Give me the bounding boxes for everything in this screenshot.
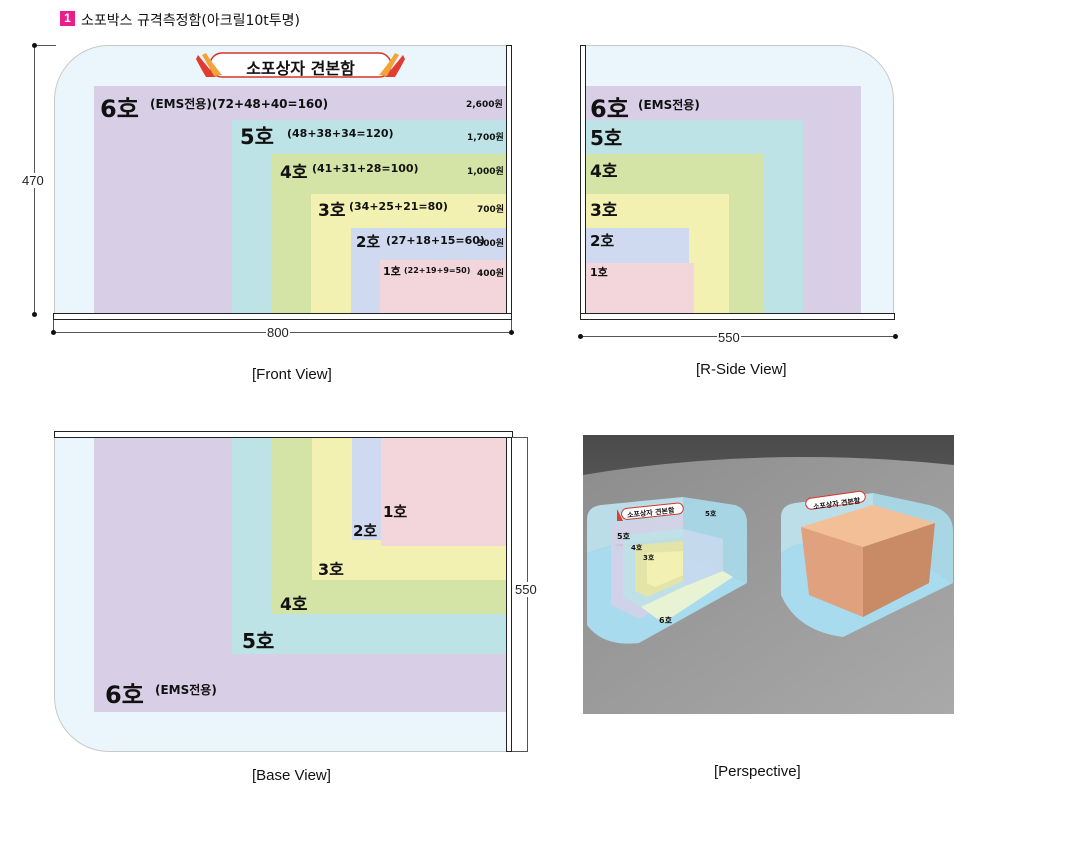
side-width-dim-dot-right: [893, 334, 898, 339]
perspective-label-3: 3호: [643, 554, 655, 562]
side-view-caption: [R-Side View]: [696, 361, 787, 378]
perspective-label-4: 4호: [631, 544, 643, 552]
header-title: 소포박스 규격측정함(아크릴10t투명): [81, 13, 300, 29]
side-size2-num: 2호: [590, 232, 615, 250]
side-size2-area: [586, 228, 689, 263]
perspective-render: 소포상자 견본함 소포상자 견본함 5호 4호 3호 6호 5호: [583, 435, 954, 714]
front-size2-spec: (27+18+15=60): [386, 234, 485, 247]
front-size6-price: 2,600원: [466, 100, 503, 110]
side-size5-num: 5호: [590, 126, 623, 150]
side-width-dim-dot-left: [578, 334, 583, 339]
side-size4-num: 4호: [590, 162, 618, 182]
front-width-dim: 800: [266, 325, 290, 340]
base-size6-spec: (EMS전용): [155, 683, 217, 697]
base-size2-num: 2호: [353, 522, 378, 540]
front-width-dim-dot-right: [509, 330, 514, 335]
front-width-dim-dot-left: [51, 330, 56, 335]
base-size3-num: 3호: [318, 560, 344, 579]
side-size1-area: [586, 263, 694, 313]
base-view: 1호 2호 3호 4호 5호 6호 (EMS전용) 550 [Base View…: [0, 0, 560, 800]
base-side-plate: [506, 437, 512, 752]
front-size5-num: 5호: [240, 125, 274, 149]
perspective-sample-box-right: [781, 490, 953, 637]
perspective-label-6: 6호: [659, 616, 672, 625]
base-depth-dim: 550: [515, 582, 537, 597]
front-size1-price: 400원: [477, 269, 505, 279]
base-depth-dim-tick-bottom: [512, 751, 528, 752]
base-size6-num: 6호: [105, 681, 144, 709]
perspective-sample-box-left: [587, 497, 747, 644]
base-size4-num: 4호: [280, 595, 308, 615]
side-size1-num: 1호: [590, 266, 608, 279]
front-size4-num: 4호: [280, 163, 308, 183]
base-back-plate: [54, 431, 513, 438]
front-size2-num: 2호: [356, 233, 381, 251]
front-size4-spec: (41+31+28=100): [312, 162, 419, 175]
front-view-caption: [Front View]: [252, 366, 332, 383]
perspective-caption: [Perspective]: [714, 763, 801, 780]
front-size5-spec: (48+38+34=120): [287, 127, 394, 140]
front-size2-price: 500원: [477, 239, 505, 249]
side-size6-num: 6호: [590, 95, 629, 123]
front-size4-price: 1,000원: [467, 167, 504, 177]
base-size1-area: [381, 438, 506, 546]
front-size1-spec: (22+19+9=50): [404, 266, 471, 275]
base-view-caption: [Base View]: [252, 767, 331, 784]
base-depth-dim-tick-top: [512, 437, 528, 438]
perspective-scene: [583, 435, 954, 714]
banner-ribbon-icon: [196, 52, 405, 78]
front-size6-spec: (EMS전용)(72+48+40=160): [150, 97, 329, 111]
front-height-dim-tick-top: [34, 45, 56, 46]
front-banner-text: 소포상자 견본함: [246, 59, 355, 78]
side-view: 6호 (EMS전용) 5호 4호 3호 2호 1호 550 [R-Side Vi…: [0, 0, 1072, 400]
side-width-dim: 550: [717, 330, 741, 345]
front-height-dim-dot-top: [32, 43, 37, 48]
base-size5-num: 5호: [242, 629, 275, 653]
front-size3-num: 3호: [318, 201, 346, 221]
front-size3-price: 700원: [477, 205, 505, 215]
perspective-label-5: 5호: [617, 532, 630, 541]
front-bottom-plate: [53, 313, 512, 320]
base-size1-num: 1호: [383, 503, 408, 521]
side-size6-spec: (EMS전용): [638, 98, 700, 112]
front-view: 소포상자 견본함 6호 (EMS전용)(72+48+40=160) 2,600원…: [0, 0, 540, 400]
side-bottom-plate: [580, 313, 895, 320]
front-width-dim-tick-left: [53, 320, 54, 332]
front-size5-price: 1,700원: [467, 133, 504, 143]
front-size6-num: 6호: [100, 95, 139, 123]
side-size3-num: 3호: [590, 201, 618, 221]
front-size1-area: [380, 260, 506, 313]
front-size1-num: 1호: [383, 265, 401, 278]
front-width-dim-tick-right: [511, 320, 512, 332]
front-height-dim: 470: [22, 173, 44, 188]
front-height-dim-dot-bottom: [32, 312, 37, 317]
front-size3-spec: (34+25+21=80): [349, 200, 448, 213]
front-banner: 소포상자 견본함: [196, 51, 405, 79]
section-number-badge: 1: [60, 11, 75, 26]
perspective-right-label-5: 5호: [705, 510, 717, 518]
